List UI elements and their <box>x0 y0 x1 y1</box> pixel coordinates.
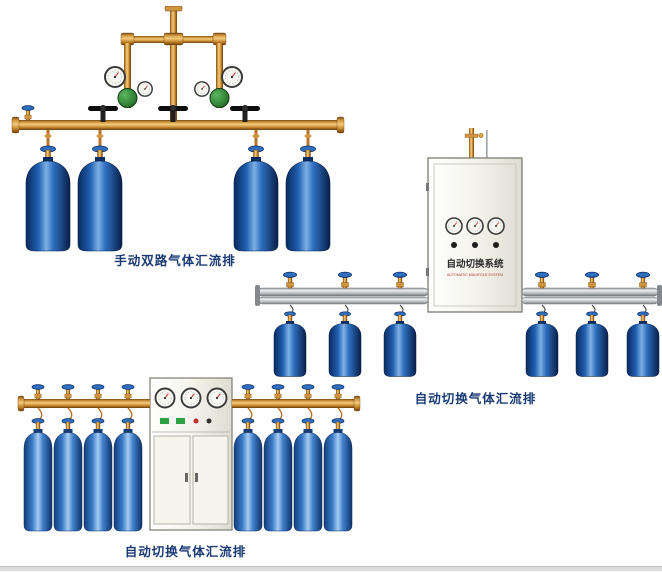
indicator-light <box>160 418 169 424</box>
caption-manual-dual-manifold: 手动双路气体汇流排 <box>114 254 236 268</box>
control-knob <box>472 242 478 248</box>
shutoff-valve <box>31 384 45 400</box>
gas-cylinder <box>83 418 113 532</box>
gas-cylinder <box>575 311 609 377</box>
valve-handwheel <box>229 105 261 123</box>
gas-cylinder <box>25 145 71 252</box>
indicator-light <box>193 418 199 424</box>
auto-switch-floor-manifold-figure <box>17 377 361 532</box>
caption-auto-switch-floor-manifold: 自动切换气体汇流排 <box>124 545 247 559</box>
bottom-divider <box>0 566 662 571</box>
shutoff-valve <box>535 271 549 289</box>
gas-cylinder <box>273 311 307 377</box>
auto-switch-wall-manifold-figure: 自动切换系统 AUTOMATIC MANIFOLD SYSTEM <box>255 128 662 377</box>
gas-cylinder <box>323 418 353 532</box>
door-handle <box>195 473 198 482</box>
pressure-regulator <box>104 66 153 108</box>
manifold-main-pipe <box>17 395 361 412</box>
door-handle <box>185 473 188 482</box>
valve-handwheel <box>157 105 189 123</box>
manifold-header-pipe <box>120 32 227 120</box>
cabinet-label: 自动切换系统 <box>446 258 504 270</box>
shutoff-valve <box>301 384 315 400</box>
shutoff-valve <box>636 271 650 289</box>
pressure-gauge <box>445 217 463 235</box>
manifold-rail-right <box>521 285 662 306</box>
pressure-gauge <box>137 81 153 97</box>
pressure-gauge <box>221 66 243 88</box>
gas-cylinder <box>293 418 323 532</box>
caption-auto-switch-wall-manifold: 自动切换气体汇流排 <box>414 392 537 406</box>
shutoff-valve <box>283 271 297 289</box>
control-cabinet: 自动切换系统 AUTOMATIC MANIFOLD SYSTEM <box>426 157 523 313</box>
gas-cylinder <box>23 418 53 532</box>
manifold-rail-left <box>255 285 429 306</box>
shutoff-valve <box>585 271 599 289</box>
manual-dual-manifold-figure <box>11 6 345 252</box>
cabinet-sublabel: AUTOMATIC MANIFOLD SYSTEM <box>447 273 503 277</box>
control-cabinet <box>149 377 233 531</box>
control-knob <box>206 418 212 424</box>
shutoff-valve <box>21 105 35 121</box>
cylinder-connection <box>44 130 312 148</box>
shutoff-valve <box>91 384 105 400</box>
gas-cylinder <box>77 145 123 252</box>
control-knob <box>451 242 457 248</box>
shutoff-valve <box>121 384 135 400</box>
gas-cylinder <box>626 311 660 377</box>
cabinet-door <box>192 435 229 525</box>
manifold-main-pipe <box>11 116 345 134</box>
gas-cylinder <box>383 311 417 377</box>
indicator-light <box>176 418 185 424</box>
shutoff-valve <box>241 384 255 400</box>
shutoff-valve <box>338 271 352 289</box>
pressure-gauge <box>180 387 202 409</box>
gas-cylinder <box>263 418 293 532</box>
shutoff-valve <box>331 384 345 400</box>
cabinet-top-pipe <box>464 128 488 160</box>
gas-cylinder <box>525 311 559 377</box>
valve-handwheel <box>87 105 119 123</box>
gas-cylinder <box>53 418 83 532</box>
pressure-gauge <box>487 217 505 235</box>
pressure-gauge <box>194 81 210 97</box>
gas-cylinder <box>233 418 263 532</box>
pressure-gauge <box>104 66 126 88</box>
manifold-outlet-pipe <box>164 6 183 40</box>
shutoff-valve <box>393 271 407 289</box>
pressure-gauge <box>154 387 176 409</box>
control-knob <box>493 242 499 248</box>
pressure-gauge <box>206 387 228 409</box>
cabinet-door <box>153 435 191 525</box>
gas-cylinder <box>328 311 362 377</box>
shutoff-valve <box>271 384 285 400</box>
gas-cylinder <box>113 418 143 532</box>
pressure-gauge <box>466 217 484 235</box>
pressure-regulator <box>194 66 243 108</box>
shutoff-valve <box>61 384 75 400</box>
